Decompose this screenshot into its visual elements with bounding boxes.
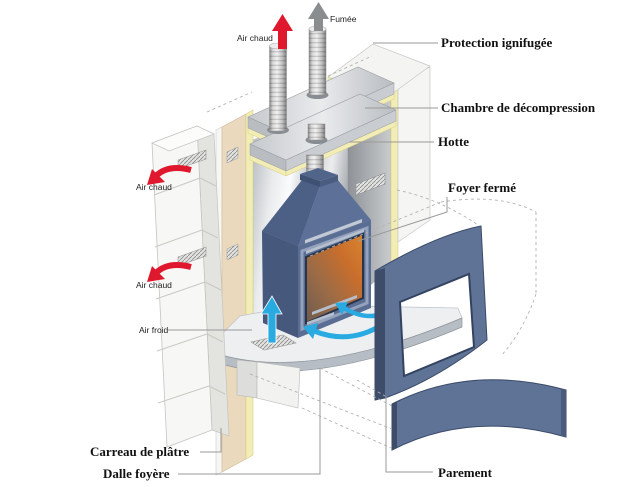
construction-dashed-lines: [206, 55, 537, 449]
label-dalle: Dalle foyère: [103, 466, 170, 481]
parement-bottom-band: [391, 379, 567, 451]
firebox: [262, 168, 371, 338]
insulation-strip-left: [245, 109, 254, 460]
firebox-top-vent-slot-1: [305, 219, 362, 244]
parement-top-panel: [374, 225, 488, 401]
leader-foyer: [357, 197, 448, 242]
label-carreau: Carreau de plâtre: [90, 444, 189, 459]
label-air-chaud-1: Air chaud: [136, 182, 172, 192]
leader-dalle: [178, 368, 321, 475]
liner-vent-lower-icon: [226, 243, 239, 261]
hood-pyramid-right-face: [298, 179, 371, 246]
firebox-bottom-vent-slot-1: [312, 295, 357, 315]
label-chambre: Chambre de décompression: [441, 100, 596, 115]
hot-air-pipe: [267, 42, 289, 134]
hot-air-arrow-left-1-icon: [147, 165, 192, 185]
cold-air-up-arrow-icon: [260, 295, 283, 344]
leader-lines: [168, 42, 448, 475]
leader-carreau: [200, 428, 222, 453]
plaster-block-column: [151, 125, 230, 448]
label-fumee: Fumée: [330, 14, 357, 24]
firebox-top-vent-slot-2: [306, 229, 364, 254]
label-protection: Protection ignifugée: [441, 35, 553, 50]
hot-air-arrow-top-icon: [272, 14, 293, 49]
leader-parement: [385, 396, 433, 473]
wall-vent-grille-icon: [355, 172, 386, 196]
firebox-bottom-vent-slot-2: [307, 312, 334, 325]
firebox-door-frame: [300, 225, 369, 332]
label-air-chaud-2: Air chaud: [136, 280, 172, 290]
hood-collar: [300, 168, 338, 181]
label-hotte: Hotte: [438, 134, 469, 149]
hood-pyramid-left-face: [262, 180, 320, 246]
label-air-chaud-top: Air chaud: [237, 33, 273, 43]
hot-air-arrow-left-2-icon: [147, 262, 192, 282]
smoke-arrow-icon: [308, 2, 329, 31]
label-foyer: Foyer fermé: [448, 180, 516, 195]
label-parement: Parement: [438, 465, 493, 480]
label-air-froid: Air froid: [139, 325, 169, 335]
firebox-left-face: [262, 231, 298, 338]
labels: Fumée Air chaud Protection ignifugée Cha…: [90, 14, 596, 481]
liner-vent-upper-icon: [226, 146, 239, 164]
parement-window-cutout: [398, 272, 476, 378]
